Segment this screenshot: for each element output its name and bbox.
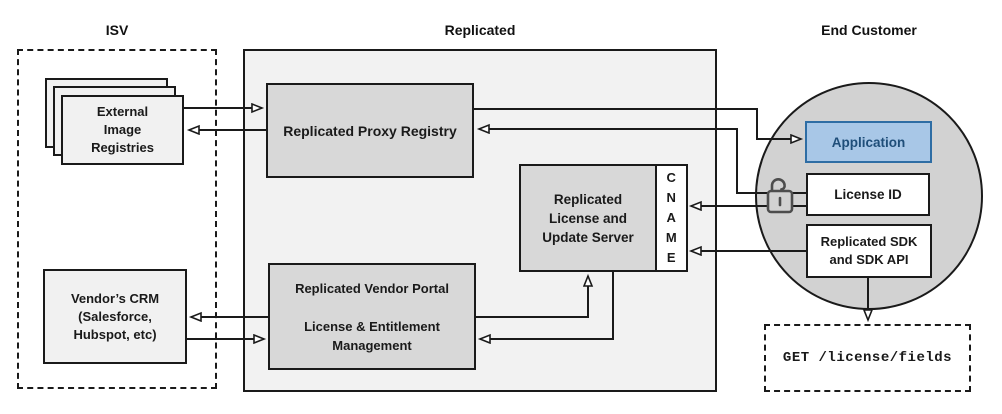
section-label-isv: ISV — [105, 22, 129, 38]
section-label-end-customer: End Customer — [821, 22, 917, 38]
proxy-registry-node: Replicated Proxy Registry — [266, 83, 474, 178]
sdk-node: Replicated SDK and SDK API — [806, 224, 932, 278]
section-label-replicated: Replicated — [444, 22, 516, 38]
vendor-portal-node: Replicated Vendor Portal License & Entit… — [268, 263, 476, 370]
cname-node: C N A M E — [655, 164, 688, 272]
api-endpoint-box: GET /license/fields — [764, 324, 971, 392]
application-node: Application — [805, 121, 932, 163]
external-image-registries-node: External Image Registries — [61, 95, 184, 165]
license-update-server-node: Replicated License and Update Server — [519, 164, 657, 272]
license-id-node: License ID — [806, 173, 930, 216]
vendors-crm-node: Vendor’s CRM (Salesforce, Hubspot, etc) — [43, 269, 187, 364]
